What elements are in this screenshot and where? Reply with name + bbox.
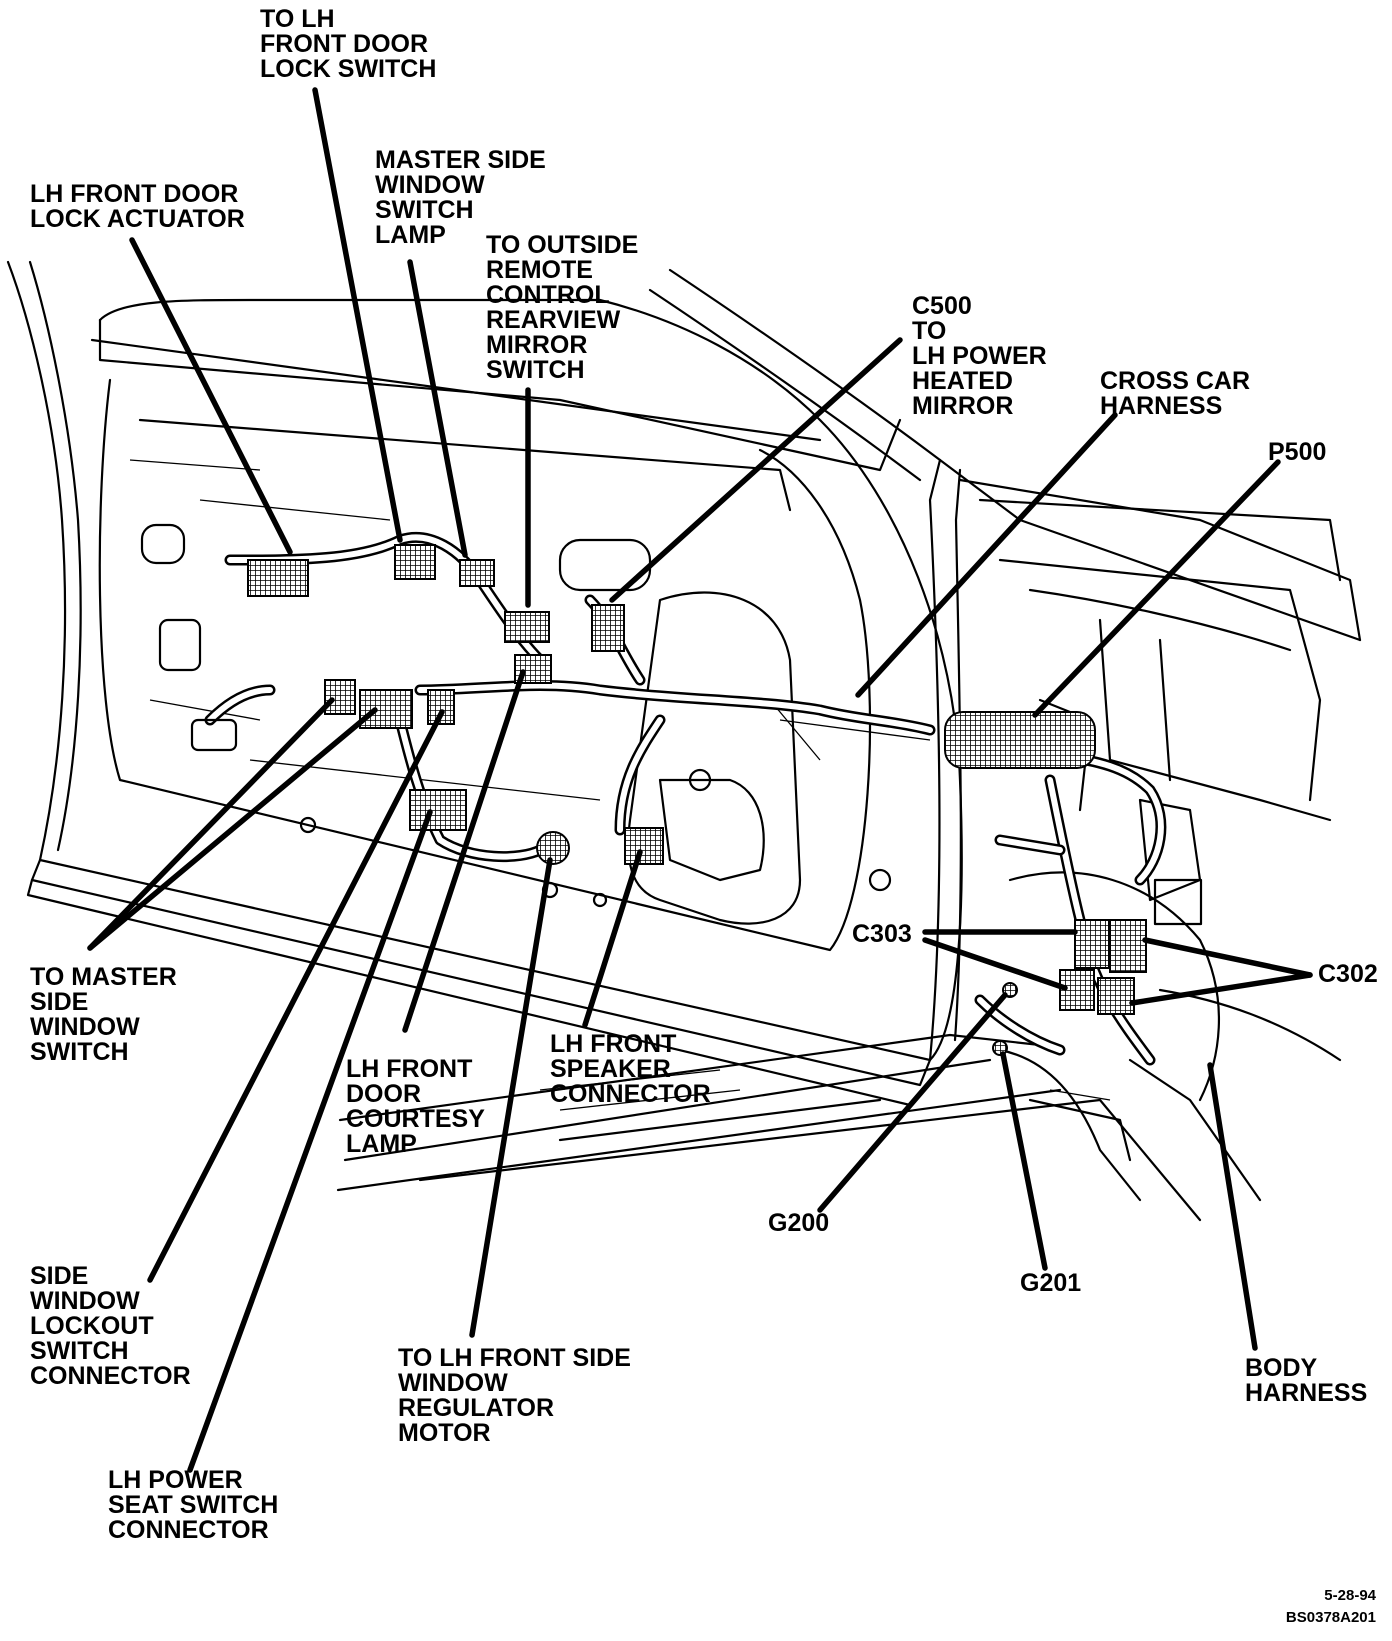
leader-c302-upper	[1142, 937, 1313, 978]
figure-footer: 5-28-94 BS0378A201	[1286, 1587, 1377, 1626]
label-lh-front-speaker-connector: LH FRONT SPEAKER CONNECTOR	[550, 1030, 711, 1108]
label-g200: G200	[768, 1209, 829, 1237]
leader-cross-car-harness	[855, 412, 1118, 698]
label-lh-front-door-courtesy-lamp: LH FRONT DOOR COURTESY LAMP	[346, 1055, 491, 1158]
leader-p500	[1032, 459, 1281, 718]
connector-c302-lower	[1097, 977, 1135, 1015]
door-line-art	[6, 260, 1362, 1222]
leader-window-regulator-motor	[469, 857, 553, 1338]
callout-labels: TO LH FRONT DOOR LOCK SWITCH MASTER SIDE…	[30, 5, 1378, 1544]
leader-courtesy-lamp	[402, 669, 526, 1033]
label-lh-power-seat-switch-connector: LH POWER SEAT SWITCH CONNECTOR	[108, 1466, 285, 1544]
door-grommet-plug	[190, 718, 238, 752]
leader-door-lock-switch	[312, 87, 403, 543]
figure-id: BS0378A201	[1286, 1609, 1376, 1626]
connector-c302-upper	[1109, 919, 1147, 973]
leader-g201	[1000, 1051, 1048, 1271]
leader-master-switch-b	[87, 707, 378, 951]
label-c303: C303	[852, 920, 912, 948]
leader-lock-actuator	[129, 237, 293, 555]
label-lh-front-side-window-regulator-motor: TO LH FRONT SIDE WINDOW REGULATOR MOTOR	[398, 1344, 638, 1447]
leader-body-harness	[1207, 1062, 1258, 1351]
label-cross-car-harness: CROSS CAR HARNESS	[1100, 367, 1257, 420]
leader-speaker	[582, 849, 643, 1028]
leader-switch-lamp	[407, 259, 468, 558]
leader-g200	[817, 992, 1008, 1213]
connector-power-seat-switch	[409, 789, 467, 831]
label-p500: P500	[1268, 438, 1326, 466]
label-lh-front-door-lock-switch: TO LH FRONT DOOR LOCK SWITCH	[260, 5, 436, 83]
leader-c302-lower	[1129, 972, 1313, 1006]
figure-date: 5-28-94	[1324, 1587, 1376, 1604]
leader-c303-lower	[922, 937, 1068, 991]
label-master-side-window-switch-lamp: MASTER SIDE WINDOW SWITCH LAMP	[375, 146, 553, 249]
label-outside-remote-control-mirror-switch: TO OUTSIDE REMOTE CONTROL REARVIEW MIRRO…	[486, 231, 645, 384]
wiring-harness	[204, 531, 1167, 1066]
connector-master-window-switch-a	[324, 679, 356, 715]
label-lh-front-door-lock-actuator: LH FRONT DOOR LOCK ACTUATOR	[30, 180, 245, 233]
connector-master-window-switch-b	[359, 689, 413, 729]
label-body-harness: BODY HARNESS	[1245, 1354, 1367, 1407]
connector-speaker	[624, 827, 664, 865]
leader-master-switch-a	[87, 697, 335, 951]
label-side-window-lockout-switch-connector: SIDE WINDOW LOCKOUT SWITCH CONNECTOR	[30, 1262, 191, 1390]
connector-mirror-switch	[504, 611, 550, 643]
leader-lockout-switch	[147, 709, 445, 1283]
connector-switch-lamp	[459, 559, 495, 587]
connector-c500	[591, 604, 625, 652]
relay-block	[1153, 878, 1203, 926]
connector-window-regulator-motor	[536, 831, 570, 865]
door-bracket	[158, 618, 202, 672]
label-c500-lh-power-heated-mirror: C500 TO LH POWER HEATED MIRROR	[912, 292, 1054, 420]
leader-power-seat-switch	[187, 809, 433, 1473]
leader-c500	[609, 337, 903, 603]
label-to-master-side-window-switch: TO MASTER SIDE WINDOW SWITCH	[30, 963, 184, 1066]
connector-door-lock-switch	[394, 544, 436, 580]
label-c302: C302	[1318, 960, 1378, 988]
label-g201: G201	[1020, 1269, 1081, 1297]
connector-p500	[944, 711, 1096, 769]
connectors	[158, 544, 1203, 1056]
connector-c303-upper	[1074, 919, 1110, 969]
leader-lines	[87, 87, 1313, 1473]
connector-lock-actuator	[247, 559, 309, 597]
